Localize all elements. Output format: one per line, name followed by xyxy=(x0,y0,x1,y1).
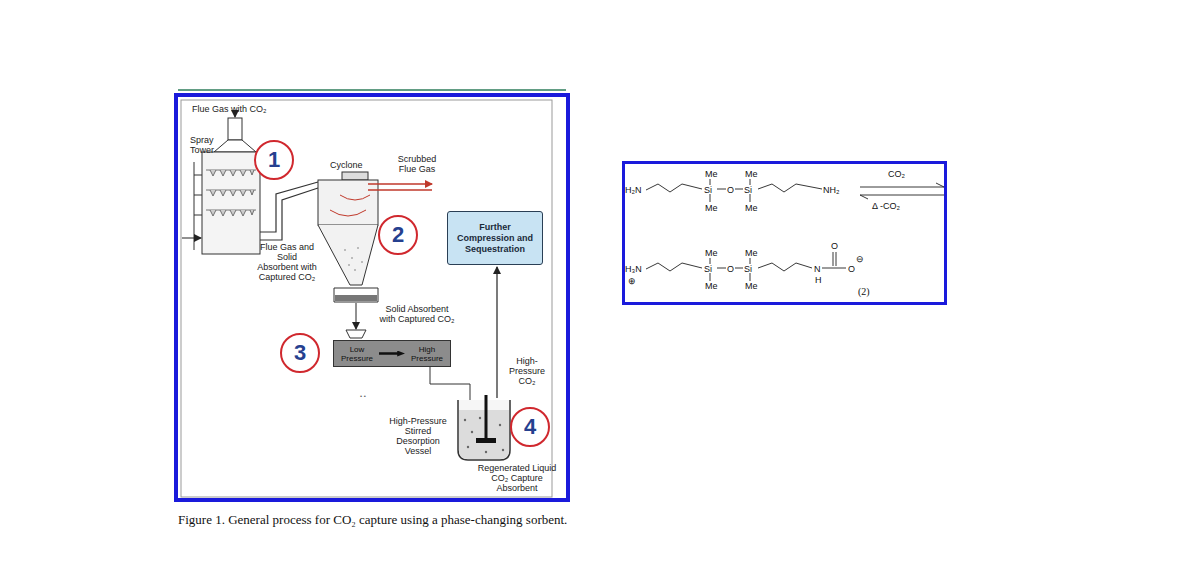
callout-number-text: 1 xyxy=(268,148,280,172)
annotation-label: Scrubbed Flue Gas xyxy=(392,154,442,174)
process-box: Further Compression and Sequestration xyxy=(447,211,543,265)
callout-number: 1 xyxy=(254,140,294,180)
callout-number: 4 xyxy=(510,407,550,447)
chemical-symbol: CO₂ xyxy=(888,169,905,179)
chemical-symbol: Me xyxy=(705,169,718,179)
chemical-symbol: Me xyxy=(705,203,718,213)
chemical-symbol: NH₂ xyxy=(823,185,840,195)
pressure-arrow xyxy=(379,351,405,357)
chemical-symbol: O xyxy=(727,264,734,274)
annotation-label: Spray Tower xyxy=(190,135,226,155)
callout-number-text: 2 xyxy=(392,223,404,247)
pressure-conveyor: Low Pressure High Pressure xyxy=(333,340,451,367)
box-text: Low Pressure xyxy=(338,345,376,363)
callout-number: 3 xyxy=(280,333,320,373)
annotation-label: Flue Gas and Solid Absorbent with Captur… xyxy=(256,242,318,282)
chemical-symbol: H xyxy=(815,275,822,285)
annotation-label: Solid Absorbent with Captured CO₂ xyxy=(378,304,456,324)
chemical-symbol: Si xyxy=(704,185,712,195)
chemical-symbol: Me xyxy=(745,281,758,291)
chemical-symbol: Me xyxy=(745,203,758,213)
box-text: High Pressure xyxy=(408,345,446,363)
annotation-label: High-Pressure CO₂ xyxy=(502,356,552,386)
chemical-symbol: H₂N xyxy=(625,185,642,195)
annotation-label: High-Pressure Stirred Desorption Vessel xyxy=(382,416,454,456)
annotation-label: Flue Gas with CO₂ xyxy=(192,104,302,114)
chemical-symbol: Me xyxy=(745,169,758,179)
chemical-symbol: (2) xyxy=(858,287,870,297)
callout-number-text: 4 xyxy=(524,415,536,439)
chemical-symbol: Me xyxy=(705,281,718,291)
chemical-symbol: O xyxy=(848,264,855,274)
chemical-symbol: N xyxy=(814,264,821,274)
figure-caption: Figure 1. General process for CO₂ captur… xyxy=(178,512,570,527)
chemical-symbol: ⊖ xyxy=(856,254,864,264)
chemical-symbol: Me xyxy=(745,248,758,258)
chemical-symbol: Me xyxy=(705,248,718,258)
chemical-symbol: O xyxy=(727,185,734,195)
chemical-symbol: Si xyxy=(704,264,712,274)
annotation-label: Cyclone xyxy=(330,160,380,170)
chemical-symbol: H₃N xyxy=(625,264,642,274)
callout-number-text: 3 xyxy=(294,341,306,365)
chemical-symbol: Si xyxy=(744,264,752,274)
reaction-scheme: H₂NMeMeSiOSiNH₂MeMeCO₂Δ -CO₂H₃N⊕MeMeSiOS… xyxy=(622,161,947,305)
callout-number: 2 xyxy=(378,215,418,255)
chemical-symbol: ⊕ xyxy=(628,276,636,286)
svg-text:• •: • • xyxy=(360,393,366,399)
box-text: Further Compression and Sequestration xyxy=(452,222,538,255)
chemical-symbol: Si xyxy=(744,185,752,195)
annotation-label: Regenerated Liquid CO₂ Capture Absorbent xyxy=(470,463,564,493)
chemical-symbol: O xyxy=(831,241,838,251)
chemical-symbol: Δ -CO₂ xyxy=(872,201,900,211)
